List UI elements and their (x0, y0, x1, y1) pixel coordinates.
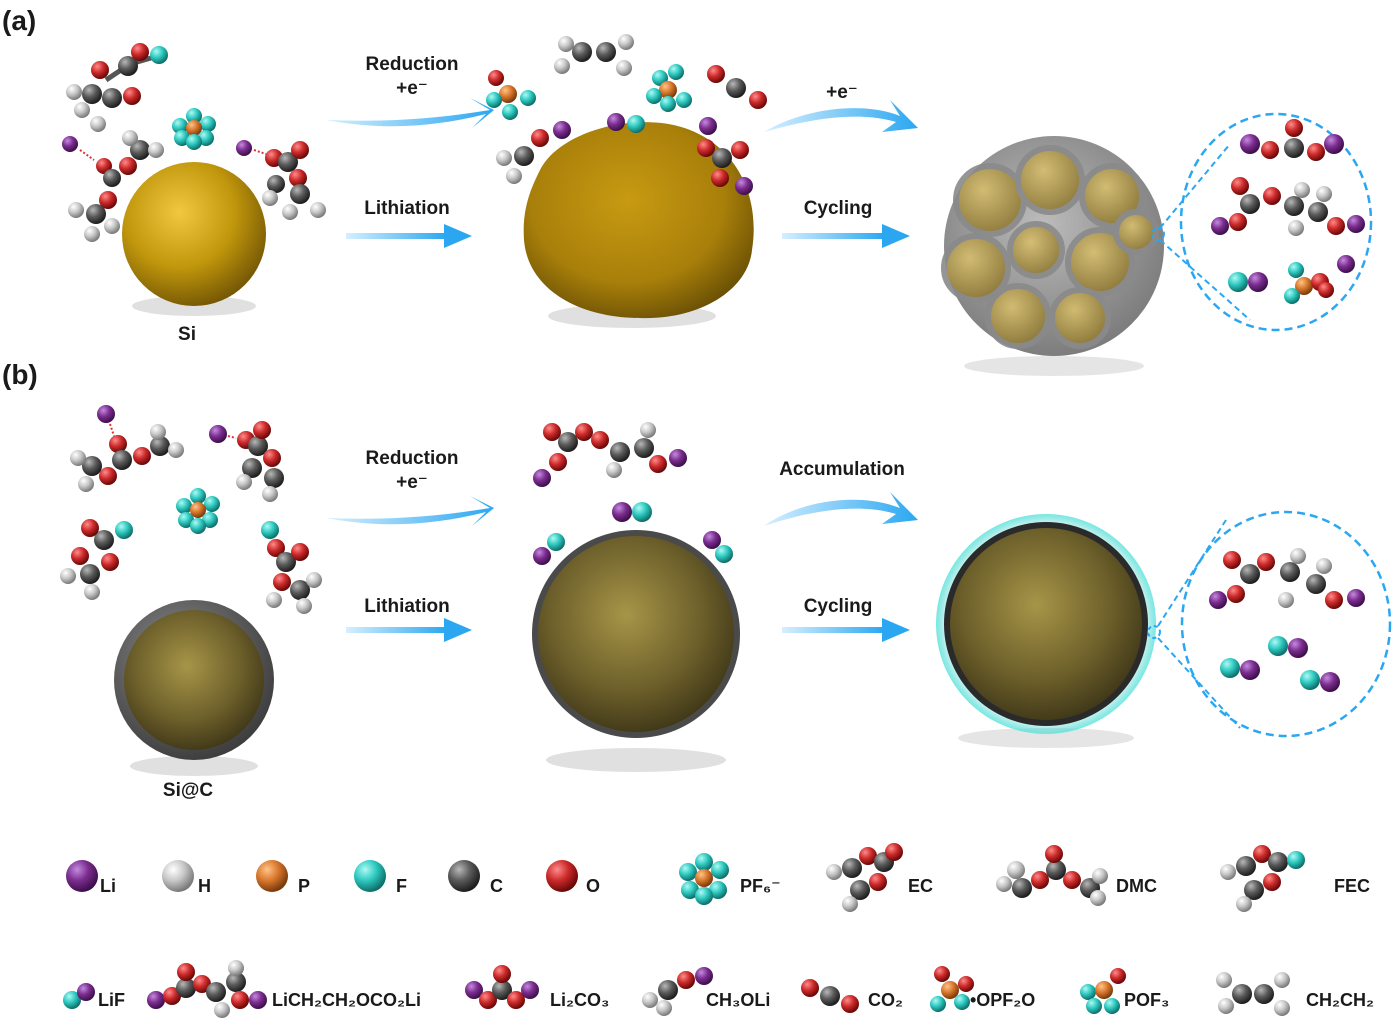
svg-text:CO₂: CO₂ (868, 990, 903, 1010)
dmc-molecule-b (70, 405, 184, 492)
svg-text:PF₆⁻: PF₆⁻ (740, 876, 781, 896)
reduction-label-b: Reduction (366, 448, 459, 469)
legend-item-pf6: PF₆⁻ (679, 853, 781, 905)
si-particle (122, 162, 266, 316)
svg-text:LiF: LiF (98, 990, 125, 1010)
pulverized-si-cluster (941, 136, 1164, 376)
lithiation-arrow-b (346, 618, 472, 642)
legend-item-li: Li (66, 860, 116, 896)
zoom-callout-b (1147, 510, 1392, 738)
electron-label-a: +e⁻ (396, 78, 428, 99)
ch3oli-molecule-a (496, 121, 571, 184)
legend-item-co2: CO₂ (801, 979, 903, 1013)
ec-molecule-b (209, 421, 284, 502)
svg-text:P: P (298, 876, 310, 896)
lithiation-label-a: Lithiation (364, 198, 449, 219)
legend-item-lif: LiF (63, 983, 125, 1010)
legend-item-ec: EC (826, 843, 933, 912)
zoom-callout-a (1151, 112, 1373, 332)
svg-text:Li₂CO₃: Li₂CO₃ (550, 990, 609, 1010)
svg-text:EC: EC (908, 876, 933, 896)
sei-molecules-b (533, 422, 733, 565)
legend-item-opf2o: •OPF₂O (930, 966, 1035, 1012)
legend-item-li2co3: Li₂CO₃ (465, 965, 609, 1010)
svg-text:CH₃OLi: CH₃OLi (706, 990, 770, 1010)
callout-molecules-a (1211, 119, 1365, 304)
legend-item-lich2ch2oco2li: LiCH₂CH₂OCO₂Li (147, 960, 421, 1018)
electron-arrow-a2 (764, 100, 918, 132)
sic-particle (114, 600, 274, 776)
opf2o-molecule-a (646, 64, 692, 112)
svg-text:H: H (198, 876, 211, 896)
svg-text:LiCH₂CH₂OCO₂Li: LiCH₂CH₂OCO₂Li (272, 990, 421, 1010)
pf6-molecule-a (172, 108, 216, 150)
fec-molecule-a (66, 43, 168, 132)
svg-text:POF₃: POF₃ (1124, 990, 1169, 1010)
legend-item-o: O (546, 860, 600, 896)
lithiated-sic-particle (532, 530, 740, 772)
ec-molecule-a (236, 140, 326, 220)
legend-item-c: C (448, 860, 503, 896)
co2-molecule-a (707, 65, 767, 109)
cycling-label-b: Cycling (804, 596, 873, 617)
lithiation-arrow-a (346, 224, 472, 248)
sic-label: Si@C (163, 780, 213, 801)
reduction-arrow-b (326, 496, 494, 526)
cycling-arrow-a (782, 224, 910, 248)
legend-item-dmc: DMC (996, 845, 1157, 906)
legend-item-p: P (256, 860, 310, 896)
si-label: Si (178, 324, 196, 345)
lithiation-label-b: Lithiation (364, 596, 449, 617)
svg-text:F: F (396, 876, 407, 896)
lithiated-si-particle (523, 122, 754, 328)
panel-label-a: (a) (2, 5, 36, 36)
legend-atoms: Li H P F C O (66, 860, 600, 896)
stable-sei-particle (936, 514, 1156, 748)
electron-label-a2: +e⁻ (826, 82, 858, 103)
fec-molecule-b2 (261, 521, 322, 614)
electron-label-b: +e⁻ (396, 472, 428, 493)
legend-item-ch3oli: CH₃OLi (642, 967, 770, 1016)
legend-item-fec: FEC (1220, 845, 1370, 912)
svg-text:FEC: FEC (1334, 876, 1370, 896)
svg-text:O: O (586, 876, 600, 896)
svg-text:•OPF₂O: •OPF₂O (970, 990, 1035, 1010)
pf6-molecule-b (176, 488, 220, 534)
fec-molecule-b1 (60, 519, 133, 600)
cycling-arrow-b (782, 618, 910, 642)
legend-item-pof3: POF₃ (1080, 968, 1169, 1014)
pof3-molecule-a (486, 70, 536, 120)
dmc-molecule-a (62, 130, 164, 242)
callout-molecules-b (1209, 548, 1365, 692)
reduction-arrow-a (326, 98, 494, 128)
svg-text:Li: Li (100, 876, 116, 896)
legend-item-f: F (354, 860, 407, 896)
panel-label-b: (b) (2, 359, 38, 390)
legend-item-ch2ch2: CH₂CH₂ (1216, 972, 1374, 1016)
accumulation-arrow-b (764, 492, 918, 526)
svg-text:CH₂CH₂: CH₂CH₂ (1306, 990, 1374, 1010)
svg-text:DMC: DMC (1116, 876, 1157, 896)
reduction-label-a: Reduction (366, 54, 459, 75)
li2co3-molecule-a (697, 117, 753, 195)
legend-item-h: H (162, 860, 211, 896)
svg-text:C: C (490, 876, 503, 896)
lif-molecule-a (607, 113, 645, 133)
cycling-label-a: Cycling (804, 198, 873, 219)
ethylene-molecule-a (554, 34, 634, 76)
accumulation-label-b: Accumulation (779, 459, 905, 480)
